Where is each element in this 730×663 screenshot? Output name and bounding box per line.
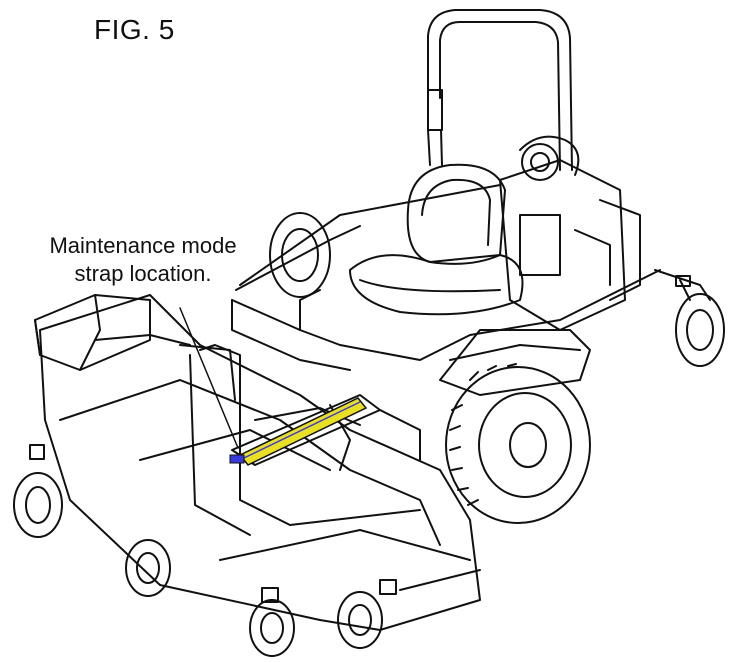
- roll-bar: [427, 9, 573, 171]
- front-caster-right: [337, 579, 397, 649]
- seat: [349, 163, 524, 316]
- front-left-tire: [269, 212, 331, 298]
- maintenance-strap: [229, 397, 368, 466]
- callout-line-2: strap location.: [74, 261, 212, 286]
- front-caster-center: [125, 539, 171, 597]
- figure-label: FIG. 5: [94, 14, 175, 45]
- callout-text: Maintenance mode strap location.: [8, 232, 278, 288]
- callout-line-1: Maintenance mode: [49, 233, 237, 258]
- drive-tire: [445, 363, 591, 524]
- front-caster-bottom: [249, 587, 295, 657]
- rear-caster-right: [675, 275, 725, 367]
- engine-body: [499, 135, 641, 331]
- front-caster-left: [13, 444, 63, 538]
- callout-leader-line: [179, 307, 239, 449]
- chassis: [231, 184, 711, 396]
- deck-hood: [34, 294, 151, 371]
- mower-deck: [39, 294, 481, 631]
